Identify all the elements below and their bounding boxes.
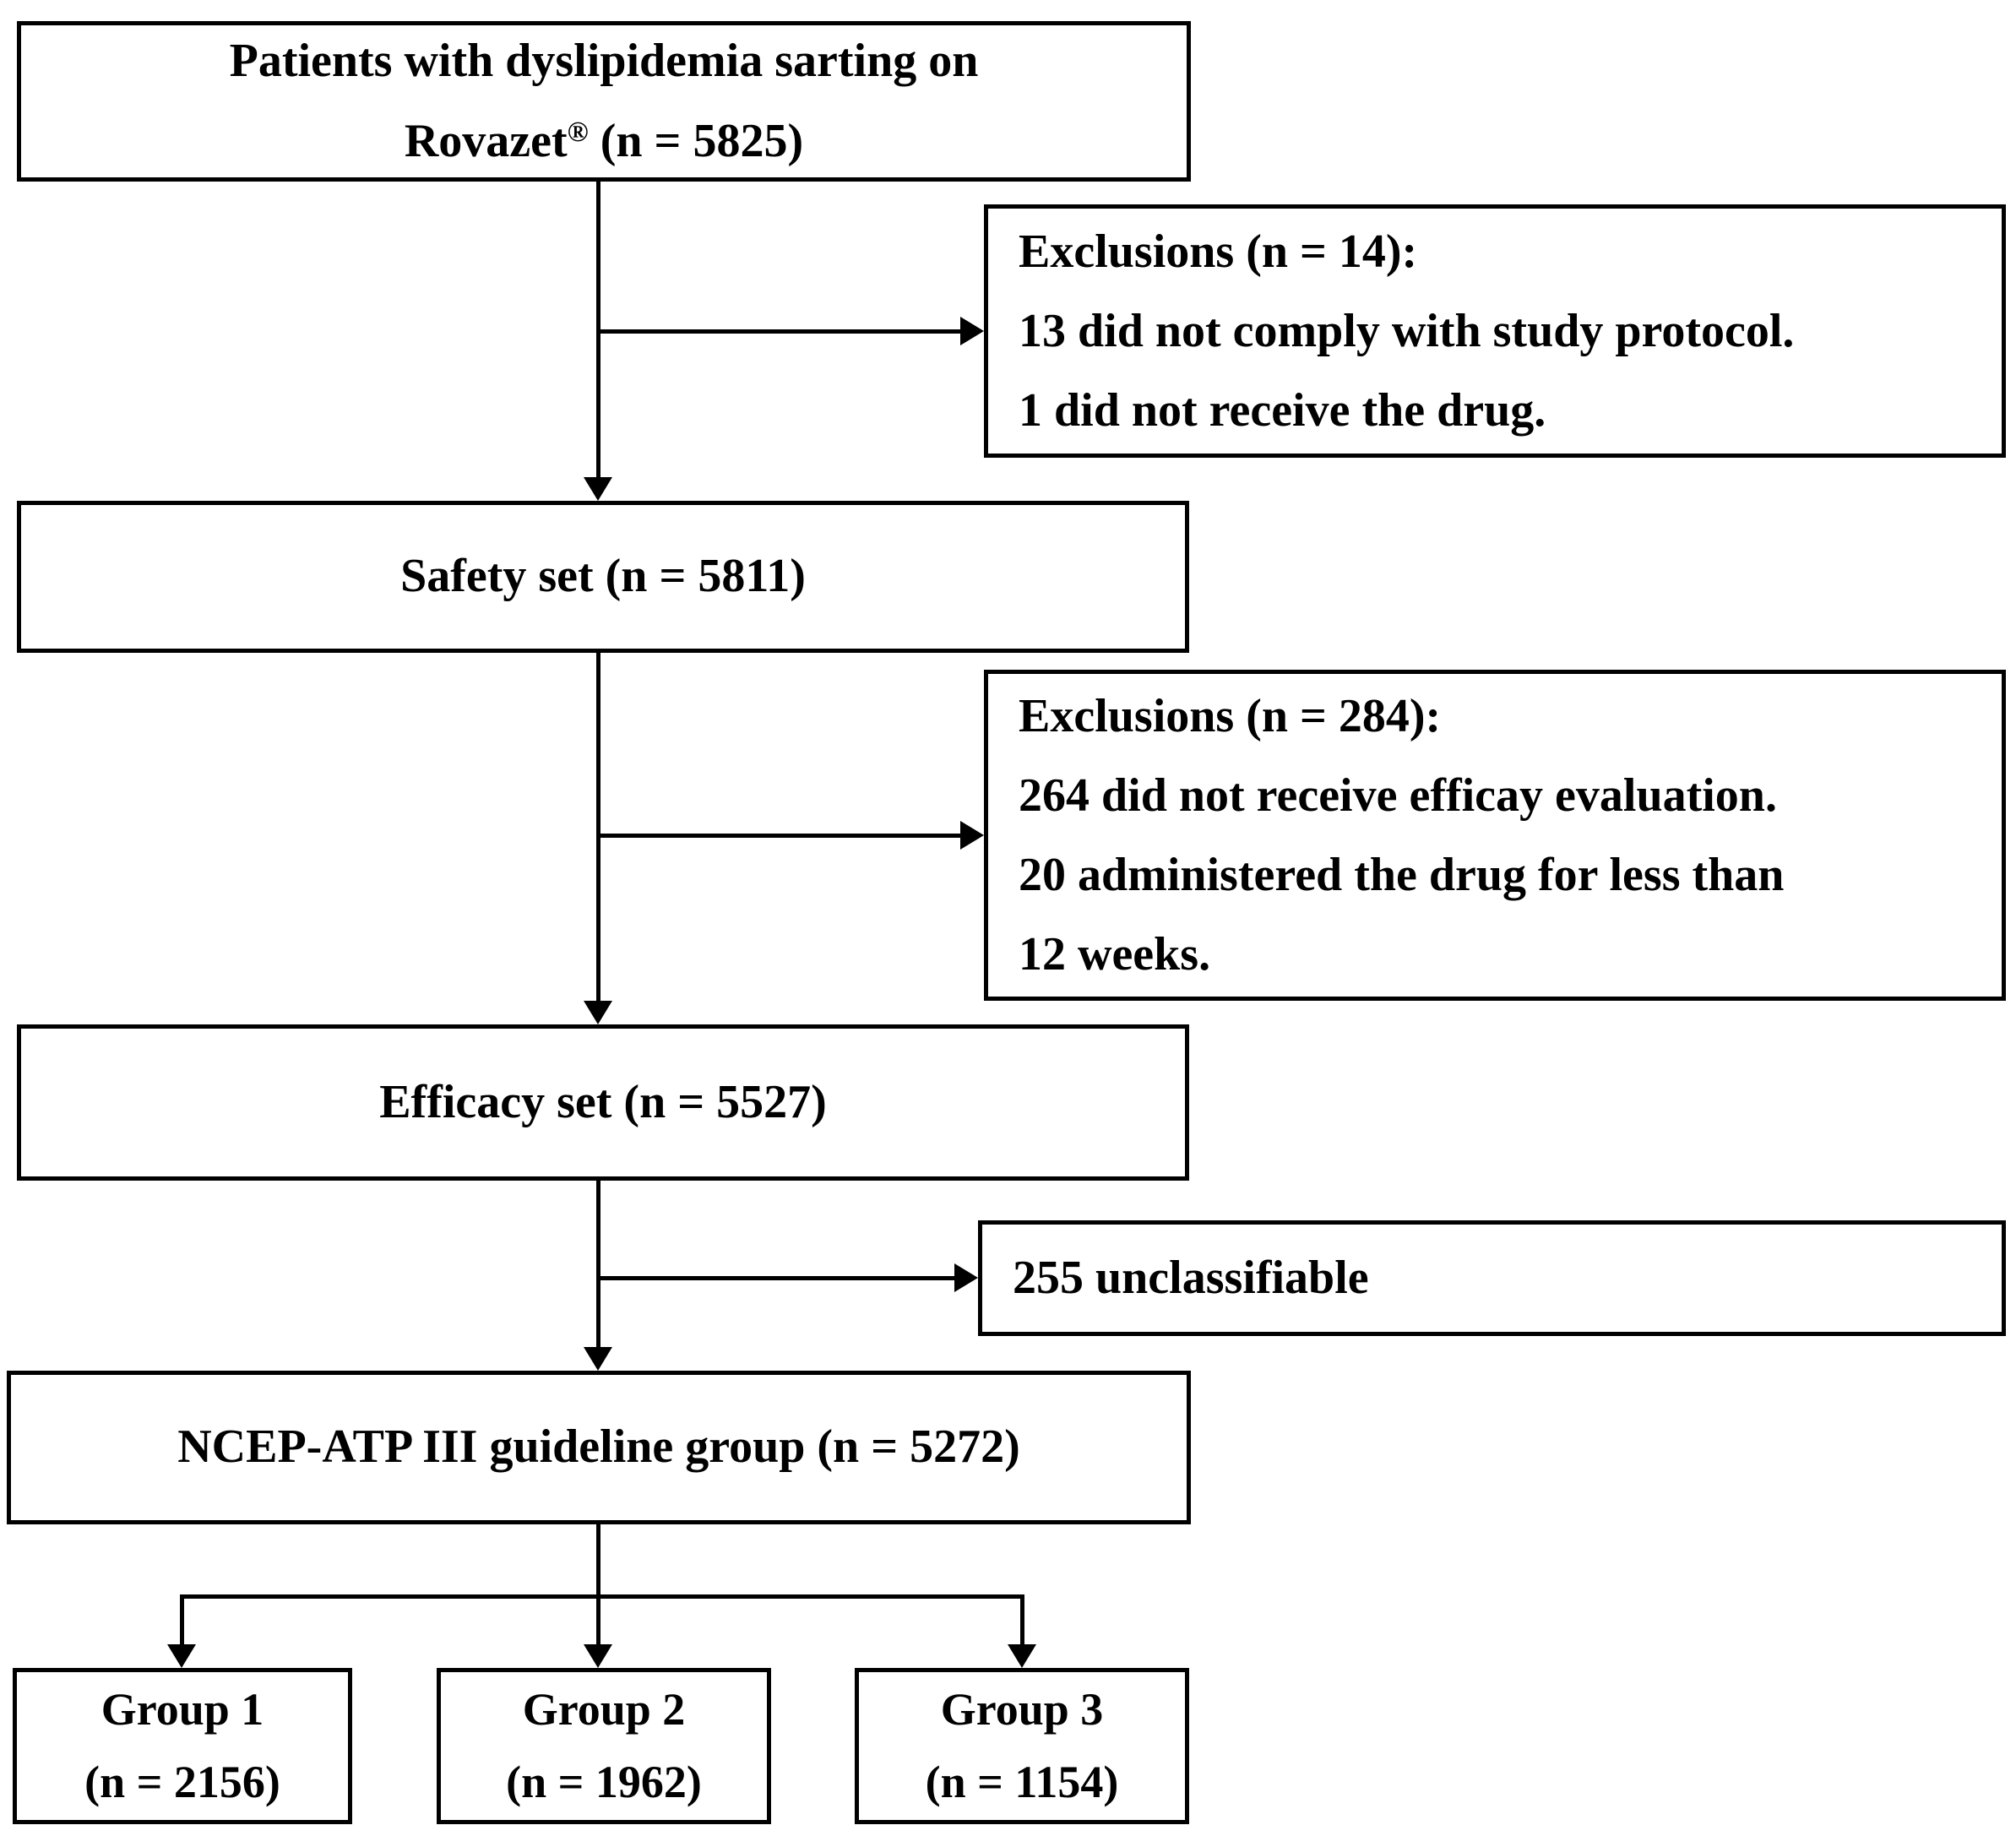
node-exclusions-1: Exclusions (n = 14): 13 did not comply w… [984, 204, 2006, 458]
exclusions1-line: 13 did not comply with study protocol. [1019, 304, 1795, 357]
node-patients: Patients with dyslipidemia sarting on Ro… [17, 21, 1191, 182]
exclusions1-line: 1 did not receive the drug. [1019, 384, 1546, 437]
arrowhead-right-exclusions1-icon [960, 317, 984, 345]
patients-brand: Rovazet [404, 115, 568, 167]
patients-n-value: (n = 5825) [588, 115, 804, 167]
exclusions2-line: 12 weeks. [1019, 928, 1211, 981]
patients-line2: Rovazet® (n = 5825) [405, 101, 803, 182]
arrowhead-down-ncep-icon [584, 1347, 612, 1371]
arrowhead-right-exclusions2-icon [960, 821, 984, 850]
node-group-2: Group 2 (n = 1962) [437, 1668, 771, 1824]
exclusions2-line: Exclusions (n = 284): [1019, 689, 1442, 742]
node-group-3: Group 3 (n = 1154) [855, 1668, 1189, 1824]
registered-trademark-icon: ® [567, 116, 589, 148]
group2-n-value: (n = 1962) [506, 1756, 702, 1807]
node-safety-set: Safety set (n = 5811) [17, 501, 1189, 653]
group2-name: Group 2 [522, 1684, 686, 1736]
safety-set-label: Safety set (n = 5811) [400, 550, 806, 603]
group3-n-value: (n = 1154) [925, 1756, 1119, 1807]
connector-safety-efficacy-line [596, 651, 600, 1002]
group3-name: Group 3 [940, 1684, 1104, 1736]
patients-line1: Patients with dyslipidemia sarting on [229, 34, 979, 87]
drop-group1-line [180, 1594, 184, 1646]
group1-name: Group 1 [101, 1684, 264, 1736]
connector-efficacy-ncep-line [596, 1179, 600, 1349]
node-group-1: Group 1 (n = 2156) [13, 1668, 352, 1824]
efficacy-set-label: Efficacy set (n = 5527) [379, 1075, 827, 1128]
group1-n-value: (n = 2156) [84, 1756, 280, 1807]
drop-group2-line [596, 1594, 600, 1646]
arrowhead-down-group1-icon [167, 1644, 196, 1668]
node-ncep-group: NCEP-ATP III guideline group (n = 5272) [7, 1371, 1191, 1524]
drop-group3-line [1020, 1594, 1024, 1646]
unclassifiable-label: 255 unclassifiable [1013, 1251, 1369, 1304]
arrowhead-down-efficacy-icon [584, 1001, 612, 1024]
arrowhead-down-group2-icon [584, 1644, 612, 1668]
branch-unclassifiable-line [596, 1276, 956, 1280]
exclusions2-line: 20 administered the drug for less than [1019, 849, 1785, 901]
tee-distribution-line [180, 1594, 1024, 1599]
branch-exclusions1-line [596, 329, 962, 334]
node-efficacy-set: Efficacy set (n = 5527) [17, 1024, 1189, 1181]
exclusions1-line: Exclusions (n = 14): [1019, 225, 1418, 278]
branch-exclusions2-line [596, 834, 962, 838]
ncep-group-label: NCEP-ATP III guideline group (n = 5272) [177, 1420, 1020, 1474]
node-exclusions-2: Exclusions (n = 284): 264 did not receiv… [984, 670, 2006, 1001]
connector-ncep-tee-line [596, 1523, 600, 1599]
arrowhead-down-group3-icon [1008, 1644, 1036, 1668]
arrowhead-down-safety-icon [584, 477, 612, 501]
node-unclassifiable: 255 unclassifiable [978, 1220, 2006, 1336]
exclusions2-line: 264 did not receive efficay evaluation. [1019, 769, 1777, 822]
arrowhead-right-unclassifiable-icon [954, 1263, 978, 1292]
